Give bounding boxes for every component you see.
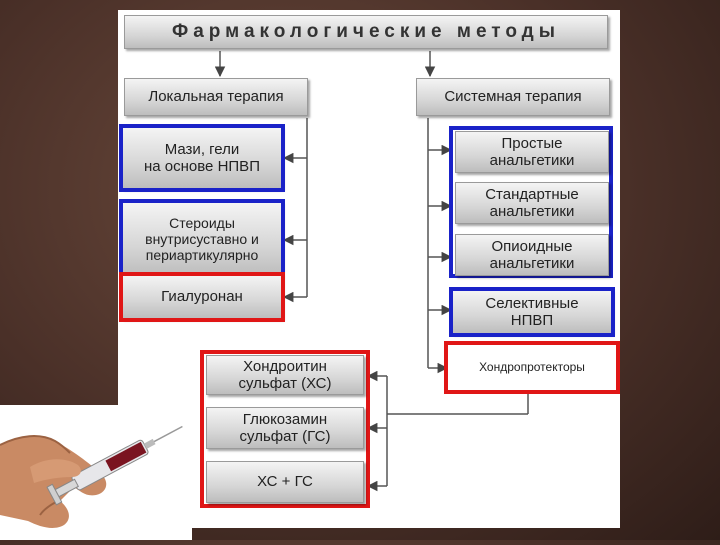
local-item-hyaluronan: Гиалуронан: [119, 272, 285, 322]
diagram-title: Фармакологические методы: [124, 15, 608, 49]
systemic-therapy-header: Системная терапия: [416, 78, 610, 116]
systemic-item-selective-nsaids: Селективные НПВП: [449, 287, 615, 337]
local-item-steroids: Стероиды внутрисуставно и периартикулярн…: [119, 199, 285, 279]
chondro-item-combined: ХС + ГС: [206, 461, 364, 503]
local-therapy-header: Локальная терапия: [124, 78, 308, 116]
chondro-item-chondroitin: Хондроитин сульфат (ХС): [206, 355, 364, 395]
systemic-item-chondroprotectors: Хондропротекторы: [444, 341, 620, 394]
slide: Фармакологические методы Локальная терап…: [118, 10, 620, 528]
analgesics-group-frame: [449, 126, 613, 278]
local-item-ointments: Мази, гели на основе НПВП: [119, 124, 285, 192]
syringe-in-hand-icon: [0, 405, 192, 540]
systemic-item-simple-analgesics: Простые анальгетики: [455, 131, 609, 173]
connector-lines: [214, 51, 529, 492]
chondro-group-frame: [200, 350, 370, 508]
systemic-item-opioid-analgesics: Опиоидные анальгетики: [455, 234, 609, 276]
systemic-item-standard-analgesics: Стандартные анальгетики: [455, 182, 609, 224]
chondro-item-glucosamine: Глюкозамин сульфат (ГС): [206, 407, 364, 449]
